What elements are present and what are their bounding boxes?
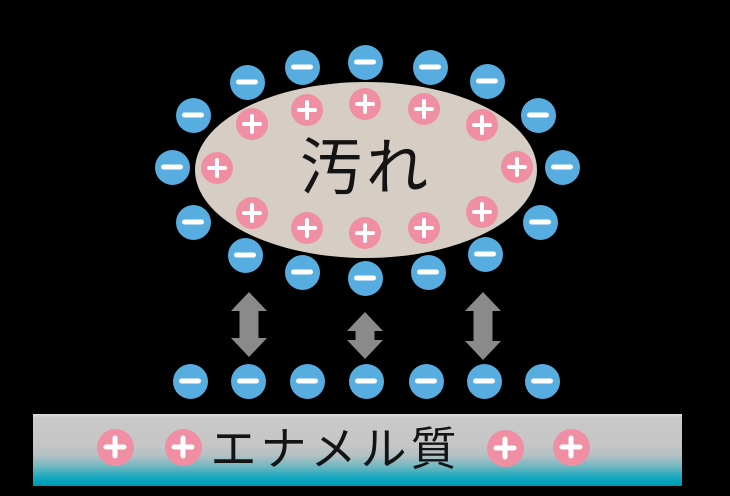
- attraction-arrow-icon: [465, 292, 501, 360]
- minus-sign-icon: [474, 251, 496, 257]
- negative-ion: [544, 149, 580, 185]
- plus-sign-icon: [422, 218, 426, 238]
- positive-ion: [349, 88, 381, 120]
- positive-ion: [236, 197, 268, 229]
- minus-sign-icon: [473, 378, 495, 384]
- minus-sign-icon: [531, 378, 553, 384]
- positive-ion: [349, 217, 381, 249]
- minus-sign-icon: [476, 78, 498, 84]
- minus-sign-icon: [236, 79, 258, 85]
- positive-ion: [466, 109, 498, 141]
- plus-sign-icon: [305, 218, 309, 238]
- negative-ion: [469, 63, 505, 99]
- negative-ion: [522, 204, 558, 240]
- positive-ion: [466, 196, 498, 228]
- minus-sign-icon: [179, 378, 201, 384]
- positive-ion: [408, 212, 440, 244]
- negative-ion: [348, 363, 384, 399]
- minus-sign-icon: [291, 269, 313, 275]
- positive-ion: [164, 428, 202, 466]
- positive-ion: [408, 93, 440, 125]
- positive-ion: [201, 152, 233, 184]
- minus-sign-icon: [527, 112, 549, 118]
- minus-sign-icon: [417, 269, 439, 275]
- plus-sign-icon: [502, 436, 508, 460]
- plus-sign-icon: [112, 435, 118, 459]
- minus-sign-icon: [529, 219, 551, 225]
- plus-sign-icon: [363, 223, 367, 243]
- minus-sign-icon: [182, 112, 204, 118]
- plus-sign-icon: [215, 158, 219, 178]
- negative-ion: [172, 363, 208, 399]
- negative-ion: [175, 204, 211, 240]
- plus-sign-icon: [480, 115, 484, 135]
- negative-ion: [410, 254, 446, 290]
- minus-sign-icon: [291, 64, 313, 70]
- enamel-label: エナメル質: [210, 422, 461, 476]
- negative-ion: [520, 97, 556, 133]
- attraction-arrow-icon: [231, 292, 267, 357]
- negative-ion: [412, 49, 448, 85]
- negative-ion: [175, 97, 211, 133]
- positive-ion: [291, 94, 323, 126]
- minus-sign-icon: [354, 59, 376, 65]
- minus-sign-icon: [234, 252, 256, 258]
- minus-sign-icon: [355, 378, 377, 384]
- plus-sign-icon: [422, 99, 426, 119]
- positive-ion: [501, 151, 533, 183]
- negative-ion: [347, 44, 383, 80]
- plus-sign-icon: [180, 435, 186, 459]
- minus-sign-icon: [551, 164, 573, 170]
- plus-sign-icon: [250, 203, 254, 223]
- plus-sign-icon: [480, 202, 484, 222]
- stain-label: 汚れ: [299, 131, 433, 204]
- positive-ion: [486, 429, 524, 467]
- plus-sign-icon: [305, 100, 309, 120]
- minus-sign-icon: [237, 378, 259, 384]
- minus-sign-icon: [354, 275, 376, 281]
- minus-sign-icon: [161, 164, 183, 170]
- minus-sign-icon: [419, 64, 441, 70]
- negative-ion: [466, 363, 502, 399]
- plus-sign-icon: [515, 157, 519, 177]
- negative-ion: [284, 49, 320, 85]
- minus-sign-icon: [296, 378, 318, 384]
- positive-ion: [291, 212, 323, 244]
- minus-sign-icon: [415, 378, 437, 384]
- negative-ion: [284, 254, 320, 290]
- negative-ion: [229, 64, 265, 100]
- positive-ion: [552, 428, 590, 466]
- negative-ion: [347, 260, 383, 296]
- positive-ion: [96, 428, 134, 466]
- enamel-layer: エナメル質: [33, 414, 682, 486]
- plus-sign-icon: [568, 435, 574, 459]
- negative-ion: [467, 236, 503, 272]
- negative-ion: [154, 149, 190, 185]
- minus-sign-icon: [182, 219, 204, 225]
- negative-ion: [289, 363, 325, 399]
- negative-ion: [230, 363, 266, 399]
- plus-sign-icon: [250, 114, 254, 134]
- negative-ion: [227, 237, 263, 273]
- negative-ion: [524, 363, 560, 399]
- negative-ion: [408, 363, 444, 399]
- attraction-arrow-icon: [347, 312, 383, 359]
- plus-sign-icon: [363, 94, 367, 114]
- positive-ion: [236, 108, 268, 140]
